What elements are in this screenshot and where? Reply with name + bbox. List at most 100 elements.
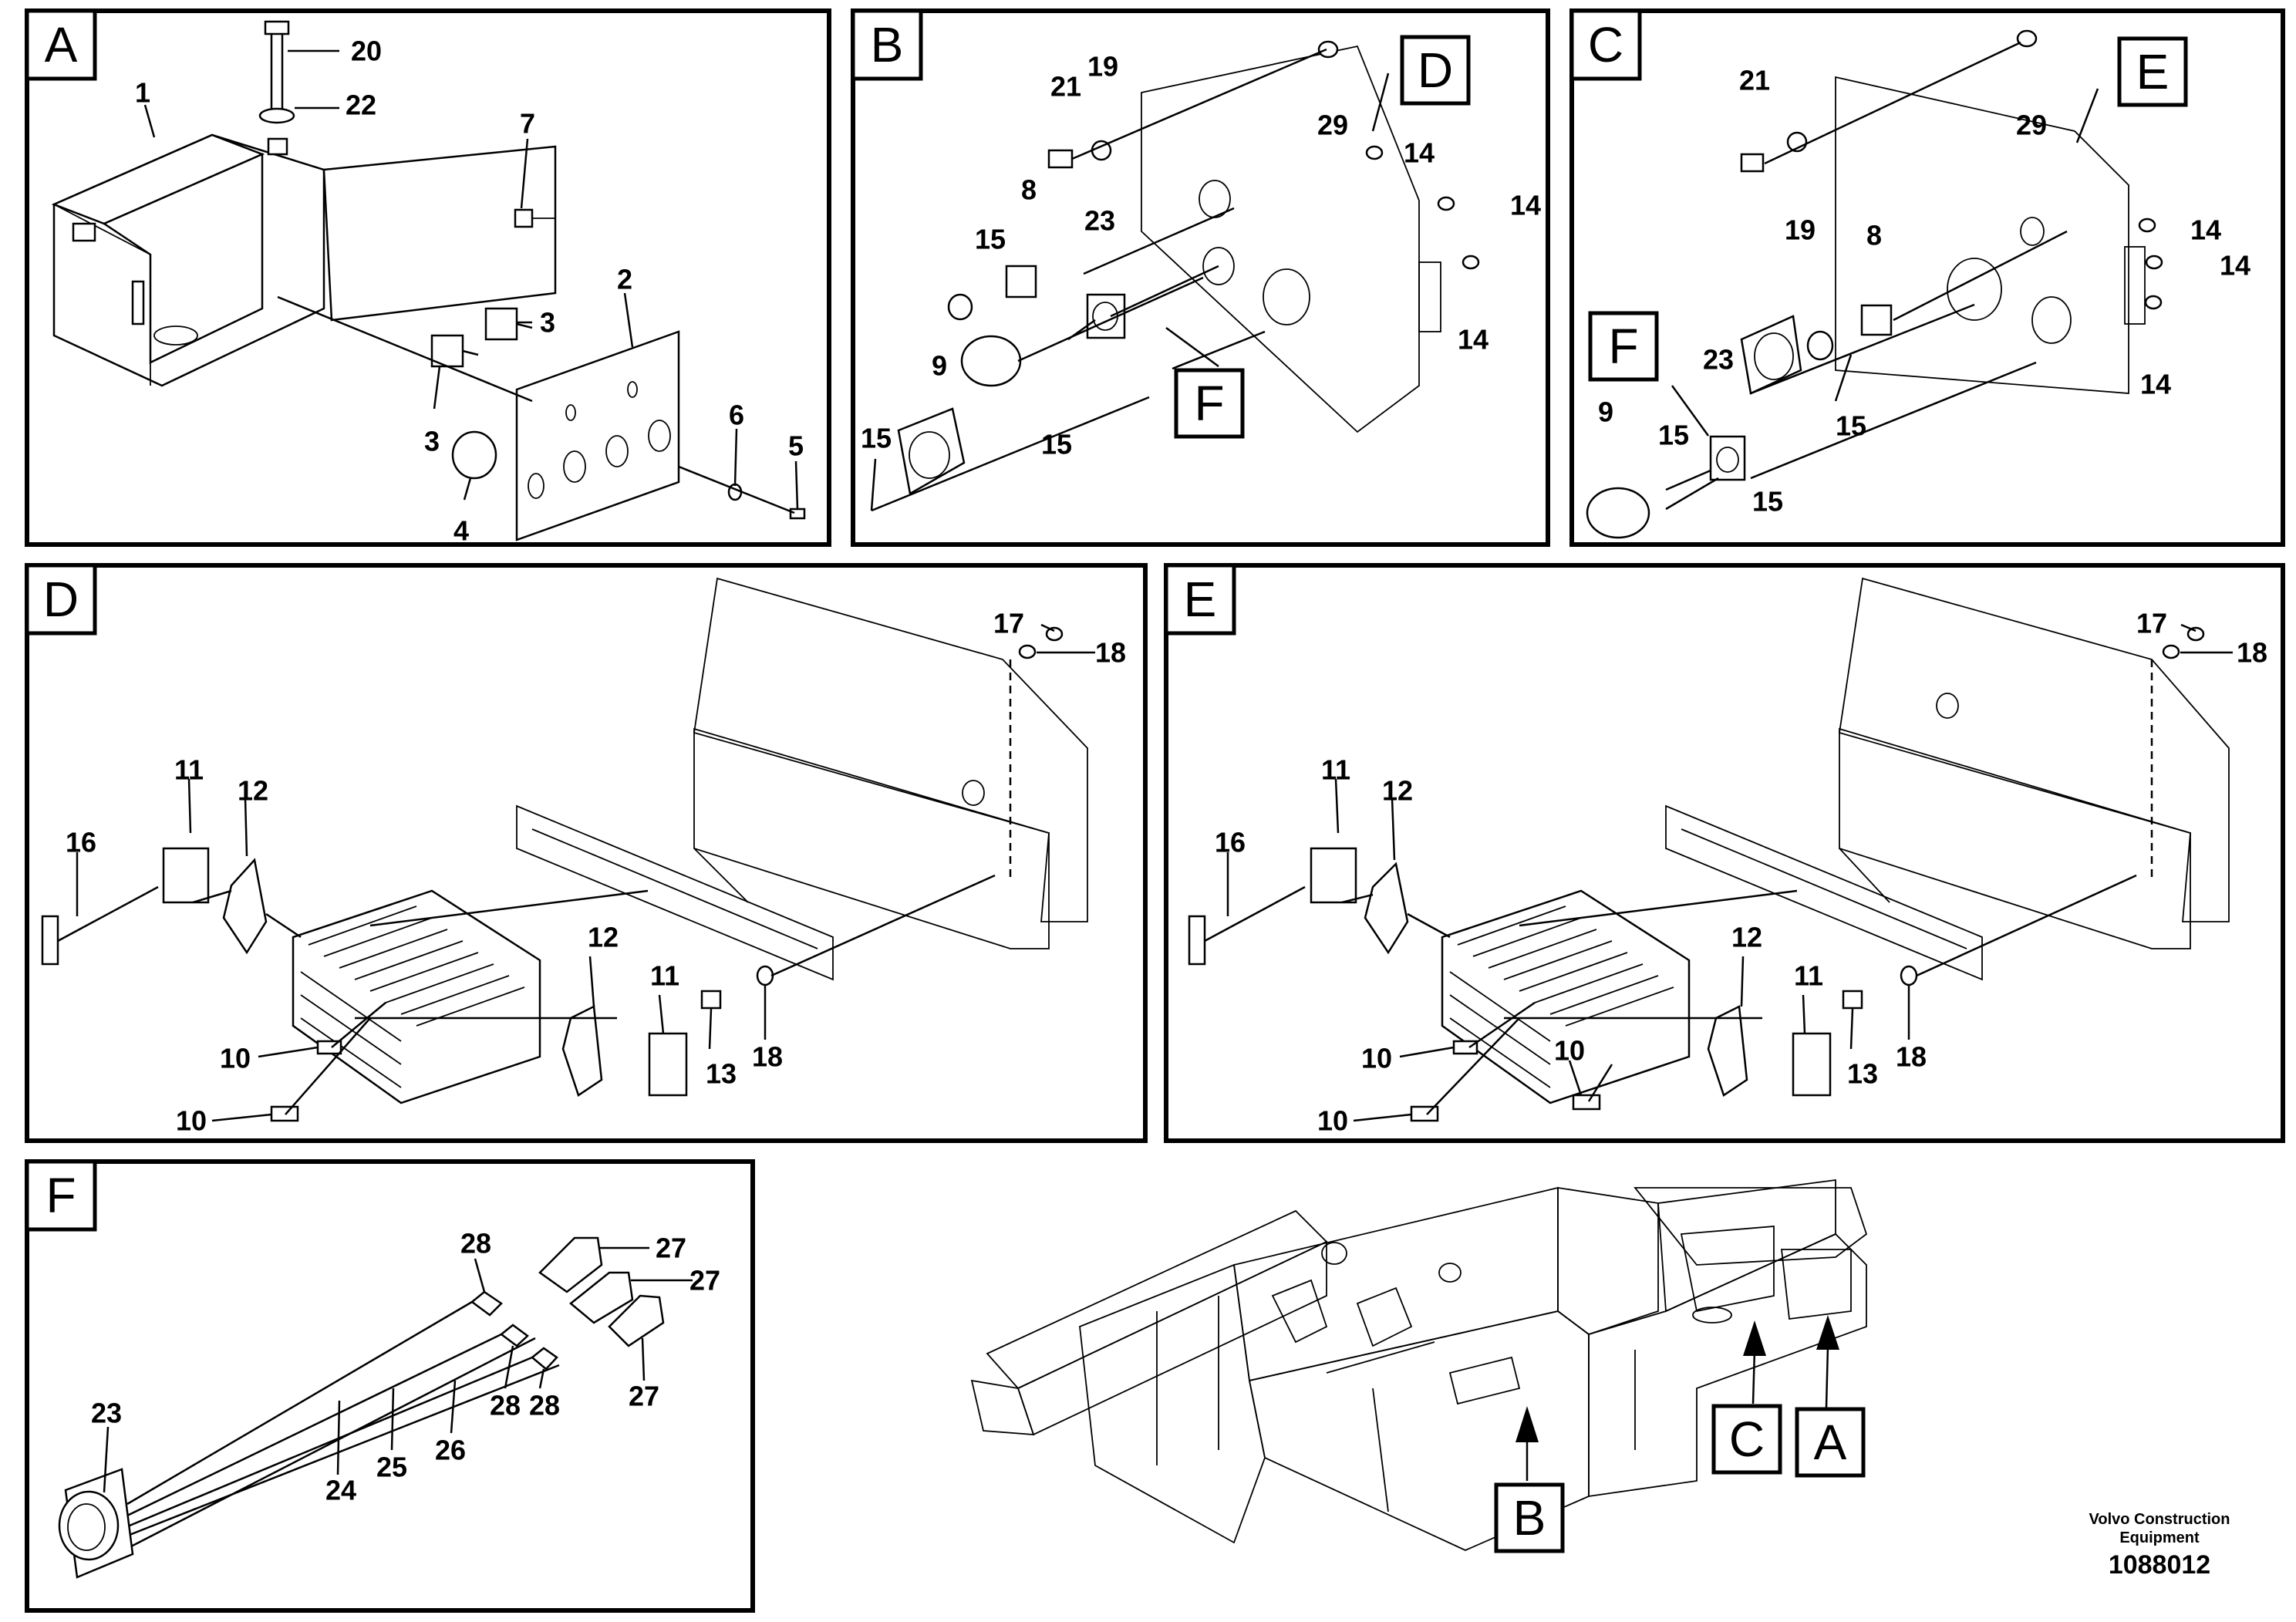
part-number: 28 [460,1228,491,1259]
marker-strip [1188,915,1206,966]
plug-terminal [608,1294,665,1347]
part-number: 10 [220,1043,251,1074]
panel-c-label: C [1588,17,1623,73]
box-lid [322,145,557,322]
part-number: 11 [1321,754,1350,786]
part-number: 15 [975,224,1006,255]
part-number: 12 [238,775,268,807]
cover-knob [451,430,497,480]
part-number: 15 [1041,429,1072,460]
part-number: 14 [1458,324,1489,356]
panel-a: A [25,8,831,547]
part-number: 14 [1404,137,1435,169]
part-number: 14 [2140,369,2171,400]
drawing-number: 1088012 [2109,1550,2210,1580]
part-number: 6 [729,400,744,431]
part-number: 15 [1752,486,1783,518]
terminal-block [292,889,541,1104]
panel-f: F 28 27 27 27 23 28 2 [25,1159,755,1613]
part-number: 25 [376,1452,407,1483]
part-number: 10 [1317,1105,1348,1137]
part-number: 17 [2136,608,2167,639]
mounting-plate [1141,45,1420,433]
part-number: 28 [490,1390,521,1421]
connector [1005,265,1037,298]
plug-terminal [538,1236,603,1293]
end-clamp [162,847,210,904]
part-number: 29 [2016,110,2047,141]
part-number: 9 [1598,396,1613,428]
dust-cap [1586,487,1650,539]
part-number: 29 [1317,110,1348,141]
adapter [897,407,966,495]
overview-callout-a: A [1814,1415,1847,1470]
overview-callout-c: C [1729,1411,1765,1467]
panel-e: E [1164,563,2285,1143]
bolt [270,28,284,116]
part-number: 18 [1896,1041,1927,1073]
part-number: 16 [1215,827,1246,858]
part-number: 21 [1739,65,1770,96]
title-block: Volvo Construction Equipment 1088012 [2089,1511,2230,1580]
connector [1860,304,1893,336]
mounting-plate [1835,76,2129,394]
part-number: 2 [617,264,632,295]
part-number: 27 [629,1381,659,1412]
marker-strip [41,915,59,966]
end-clamp [648,1032,688,1097]
part-number: 12 [1731,922,1762,953]
part-number: 10 [1361,1043,1392,1074]
company-name-line1: Volvo Construction [2089,1511,2230,1528]
part-number: 5 [788,430,804,462]
part-number: 1 [135,77,150,109]
part-number: 9 [932,350,947,382]
toggle-switch [484,307,518,341]
panel-b-label: B [871,17,904,73]
part-number: 3 [424,426,440,457]
company-name-line2: Equipment [2119,1529,2200,1546]
part-number: 26 [435,1435,466,1466]
part-number: 20 [351,35,382,67]
callout-f: F [1608,319,1638,374]
panel-d: D [25,563,1148,1143]
part-number: 27 [689,1265,720,1297]
part-number: 8 [1021,174,1037,206]
part-number: 16 [66,827,96,858]
part-number: 13 [1847,1058,1878,1090]
part-number: 27 [656,1233,686,1264]
callout-f: F [1194,376,1224,431]
part-number: 24 [325,1475,356,1506]
part-number: 23 [91,1398,122,1429]
callout-e: E [2136,44,2170,99]
switch-plate [515,330,680,541]
end-clamp [1792,1032,1832,1097]
end-clamp [1310,847,1357,904]
part-number: 14 [2190,214,2221,246]
part-number: 12 [1382,775,1413,807]
din-rail [516,804,834,981]
dust-cap [960,335,1022,387]
part-number: 8 [1866,220,1882,251]
plug-terminal [569,1271,634,1324]
part-number: 12 [588,922,619,953]
part-number: 15 [861,423,892,454]
connector [1709,435,1746,481]
part-number: 15 [1836,410,1866,442]
end-plate [561,1005,603,1097]
end-plate [222,858,268,955]
part-number: 11 [1794,960,1823,992]
part-number: 10 [176,1105,207,1137]
panel-c: C E F 21 29 19 [1569,8,2285,547]
part-number: 13 [706,1058,737,1090]
part-number: 18 [1095,637,1126,669]
part-number: 11 [650,960,679,992]
part-number: 19 [1087,51,1118,83]
adapter [1740,315,1802,395]
part-number: 19 [1785,214,1816,246]
mounting-bracket [1838,577,2230,922]
part-number: 17 [993,608,1024,639]
part-number: 23 [1703,344,1734,376]
part-number: 14 [1510,190,1541,221]
panel-d-label: D [43,572,79,627]
